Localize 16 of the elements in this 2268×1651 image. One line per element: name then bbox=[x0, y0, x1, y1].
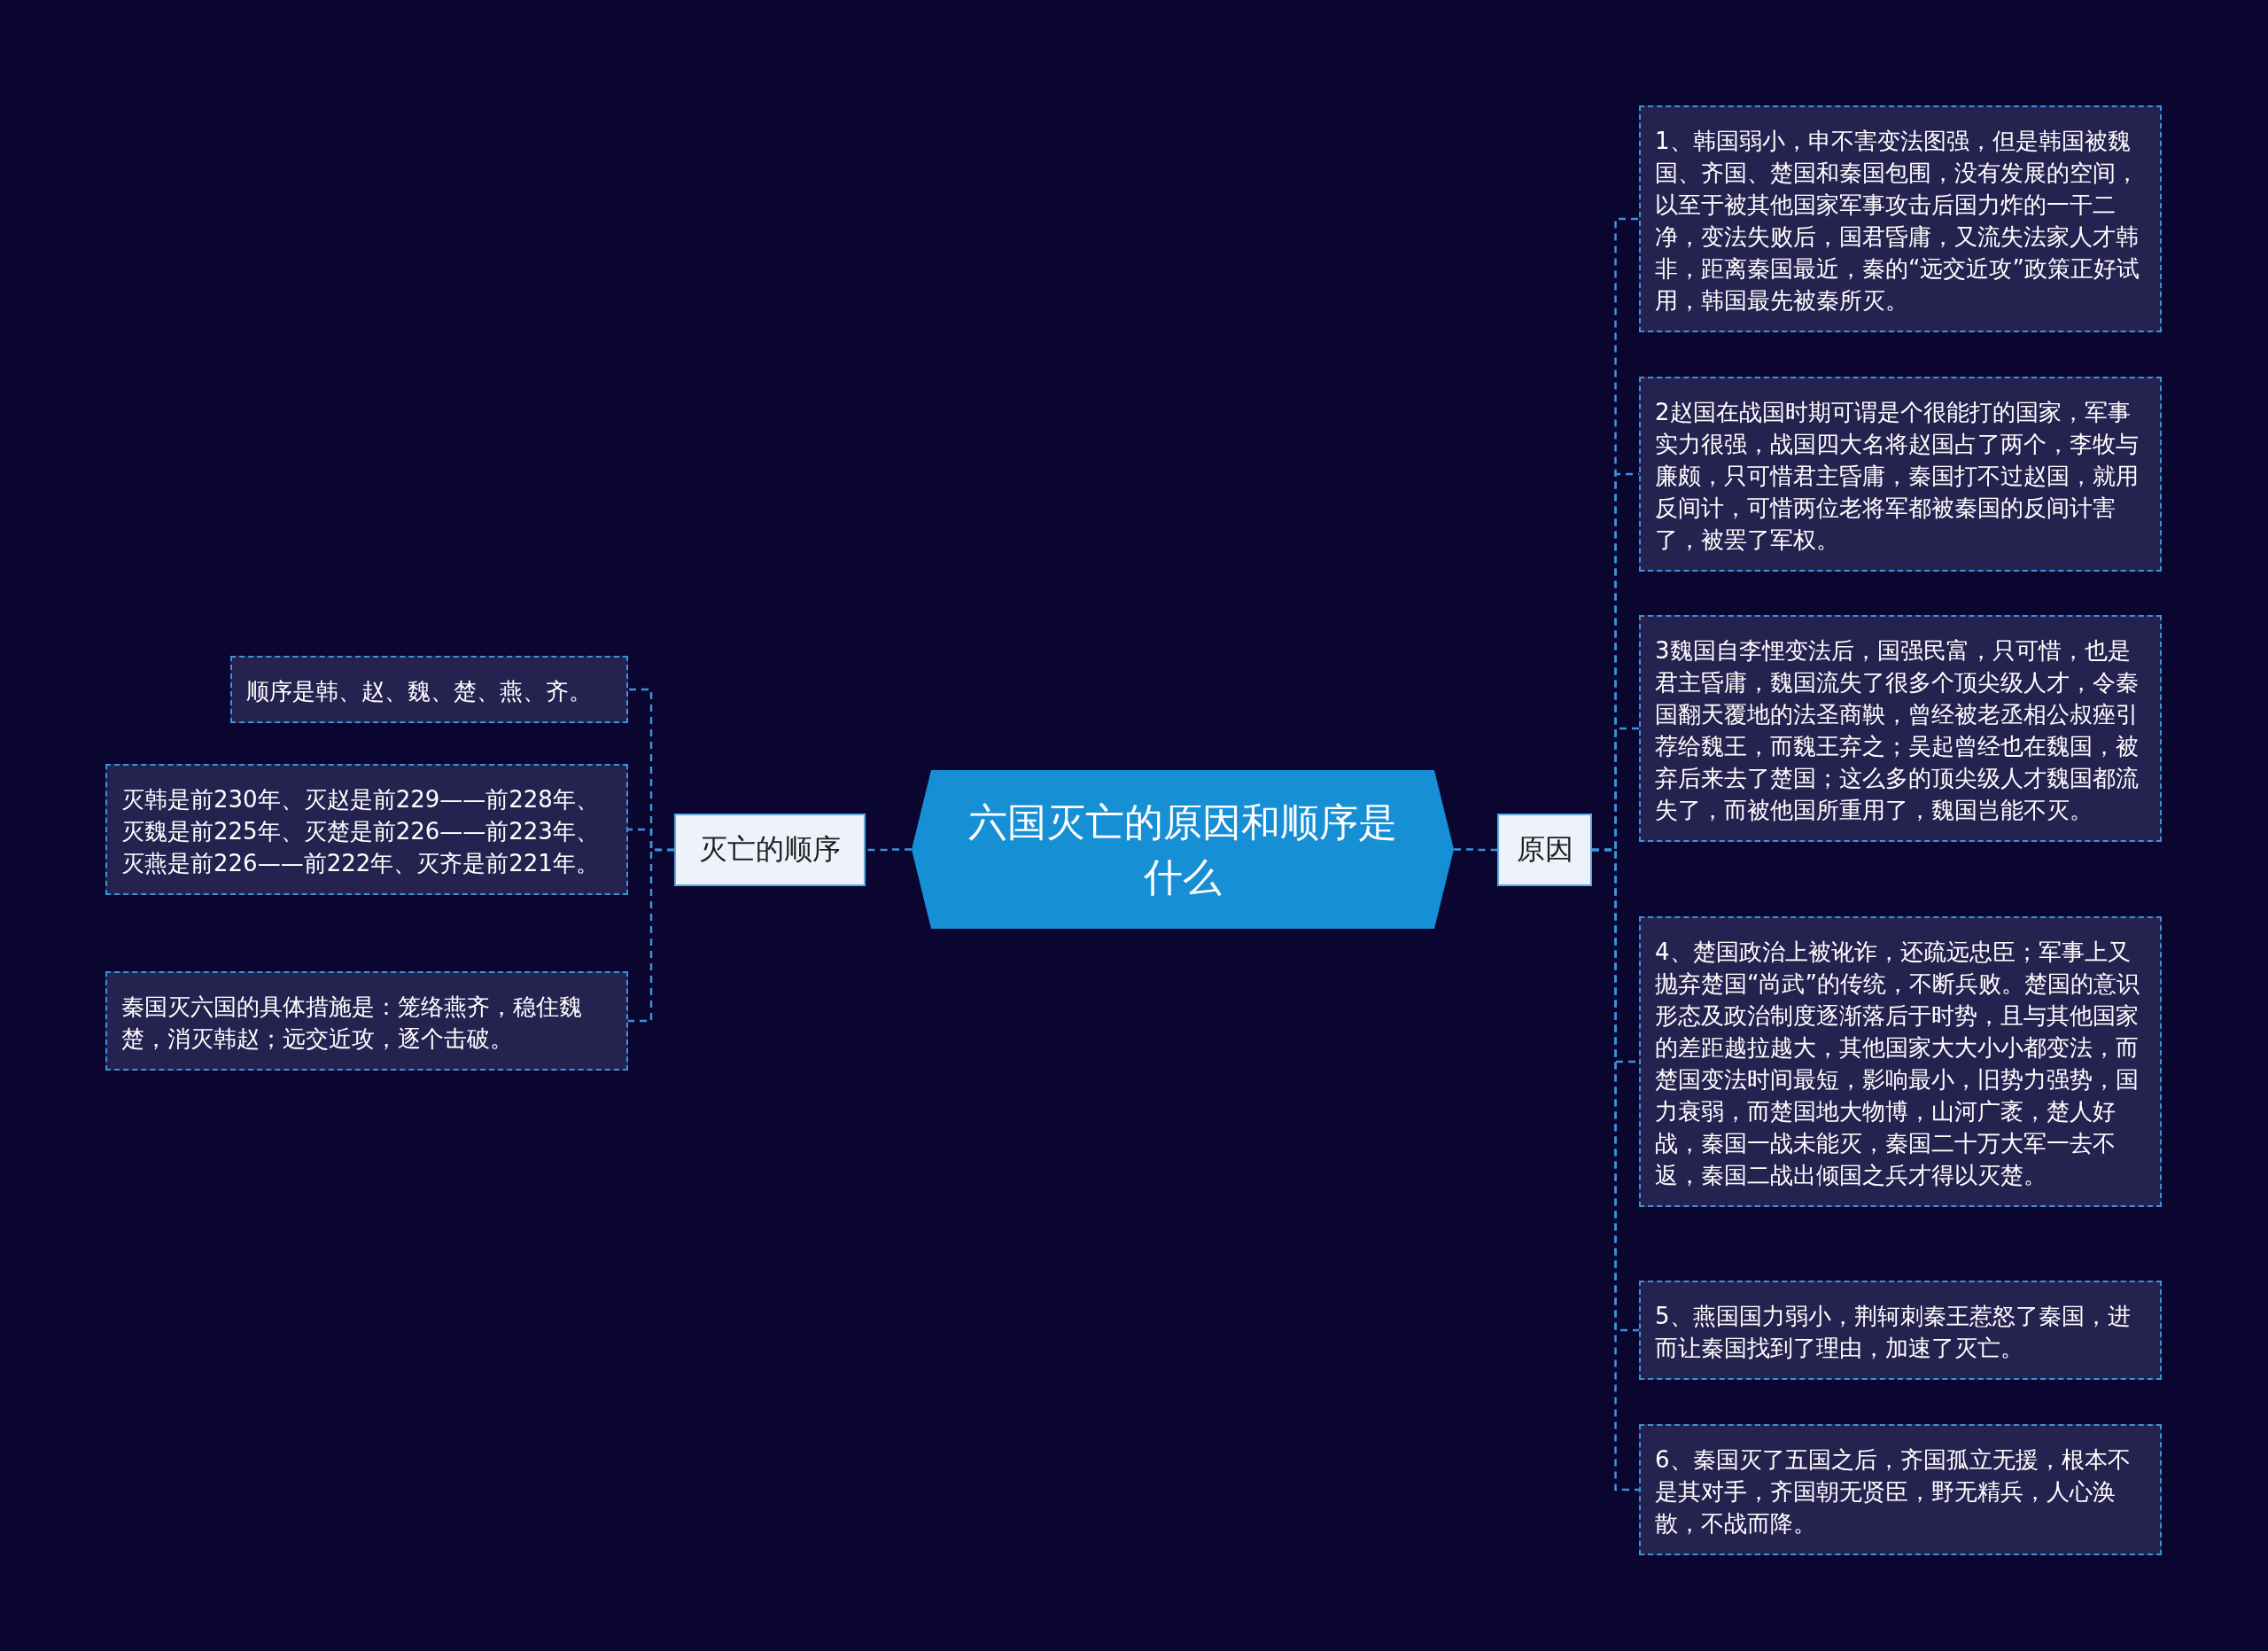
topic-box: 灭亡的顺序 bbox=[674, 814, 866, 886]
connector-line bbox=[1454, 848, 1497, 852]
text-box: 6、秦国灭了五国之后，齐国孤立无援，根本不是其对手，齐国朝无贤臣，野无精兵，人心涣散，不战而降。 bbox=[1639, 1424, 2162, 1555]
central-topic: 六国灭亡的原因和顺序是什么 bbox=[912, 770, 1454, 929]
text-box: 灭韩是前230年、灭赵是前229——前228年、灭魏是前225年、灭楚是前226——前223年、灭燕是前226——前222年、灭齐是前221年。 bbox=[105, 764, 628, 895]
text-box: 3魏国自李悝变法后，国强民富，只可惜，也是君主昏庸，魏国流失了很多个顶尖级人才，令秦国翻天覆地的法圣商鞅，曾经被老丞相公叔痤引荐给魏王，而魏王弃之；吴起曾经也在魏国，被弃后来去了楚国；这么多的顶尖级人才魏国都流失了，而被他国所重用了，魏国岂能不灭。 bbox=[1639, 615, 2162, 842]
text-box: 5、燕国国力弱小，荆轲刺秦王惹怒了秦国，进而让秦国找到了理由，加速了灭亡。 bbox=[1639, 1281, 2162, 1380]
connector-line bbox=[866, 848, 912, 852]
topic-box: 原因 bbox=[1497, 814, 1592, 886]
text-box: 2赵国在战国时期可谓是个很能打的国家，军事实力很强，战国四大名将赵国占了两个，李牧与廉颇，只可惜君主昏庸，秦国打不过赵国，就用反间计，可惜两位老将军都被秦国的反间计害了，被罢了军权。 bbox=[1639, 377, 2162, 572]
connector-line bbox=[628, 848, 674, 1023]
text-box: 4、楚国政治上被讹诈，还疏远忠臣；军事上又抛弃楚国“尚武”的传统，不断兵败。楚国的意识形态及政治制度逐渐落后于时势，且与其他国家的差距越拉越大，其他国家大大小小都变法，而楚国变法时间最短，影响最小，旧势力强势，国力衰弱，而楚国地大物博，山河广袤，楚人好战，秦国一战未能灭，秦国二十万大军一去不返，秦国二战出倾国之兵才得以灭楚。 bbox=[1639, 916, 2162, 1207]
text-box: 秦国灭六国的具体措施是：笼络燕齐，稳住魏楚，消灭韩赵；远交近攻，逐个击破。 bbox=[105, 971, 628, 1071]
text-box: 1、韩国弱小，申不害变法图强，但是韩国被魏国、齐国、楚国和秦国包围，没有发展的空间，以至于被其他国家军事攻击后国力炸的一干二净，变法失败后，国君昏庸，又流失法家人才韩非，距离秦国最近，秦的“远交近攻”政策正好试用，韩国最先被秦所灭。 bbox=[1639, 105, 2162, 332]
connector-line bbox=[1592, 848, 1639, 1491]
text-box: 顺序是韩、赵、魏、楚、燕、齐。 bbox=[230, 656, 628, 723]
